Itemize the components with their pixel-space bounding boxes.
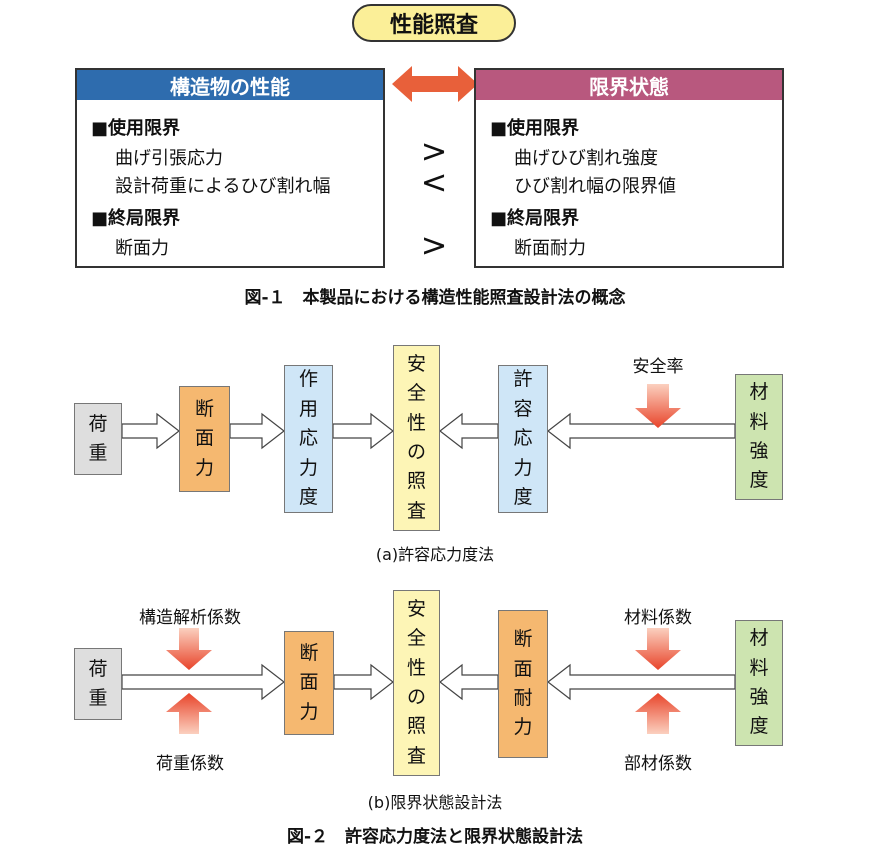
right-serviceability-heading: ■使用限界 xyxy=(490,118,580,139)
limit-state-panel: 限界状態 ■使用限界 曲げひび割れ強度 ひび割れ幅の限界値 ■終局限界 断面耐力 xyxy=(474,68,784,268)
comparator-greater-1: > xyxy=(420,132,448,170)
limit-state-title: 限界状態 xyxy=(476,70,782,100)
arrow-load-to-sectionforce-b xyxy=(121,663,285,701)
right-item-bending-crack-strength: 曲げひび割れ強度 xyxy=(514,148,658,169)
section-force-box-a: 断面力 xyxy=(179,386,230,492)
acting-stress-box-label: 作用応力度 xyxy=(298,368,318,509)
figure1-caption: 図-１ 本製品における構造性能照査設計法の概念 xyxy=(244,288,626,308)
structural-analysis-factor-label: 構造解析係数 xyxy=(139,608,241,628)
section-force-box-a-label: 断面力 xyxy=(194,397,214,479)
safety-check-box-b-label: 安全性の照査 xyxy=(406,597,426,767)
section-capacity-box: 断面耐力 xyxy=(498,610,548,758)
safety-factor-down-arrow-icon xyxy=(635,384,681,428)
load-factor-up-arrow-icon xyxy=(166,693,212,734)
arrow-load-to-sectionforce-a xyxy=(121,412,180,450)
safety-check-box-a: 安全性の照査 xyxy=(393,345,440,531)
load-box-b: 荷重 xyxy=(74,648,122,720)
figure2a-caption: (a)許容応力度法 xyxy=(375,545,495,564)
pill-label: 性能照査 xyxy=(389,13,478,38)
arrow-allowable-to-check-a xyxy=(439,412,499,450)
left-item-crack-width: 設計荷重によるひび割れ幅 xyxy=(115,176,331,197)
left-ultimate-heading: ■終局限界 xyxy=(91,208,181,229)
left-serviceability-heading: ■使用限界 xyxy=(91,118,181,139)
arrow-strength-to-capacity-b xyxy=(547,663,736,701)
arrow-sectionforce-to-check-b xyxy=(333,663,394,701)
performance-check-pill: 性能照査 xyxy=(352,4,516,42)
structure-performance-panel: 構造物の性能 ■使用限界 曲げ引張応力 設計荷重によるひび割れ幅 ■終局限界 断… xyxy=(75,68,385,268)
acting-stress-box: 作用応力度 xyxy=(284,365,333,513)
double-arrow-icon xyxy=(392,66,478,102)
structure-performance-title: 構造物の性能 xyxy=(77,70,383,100)
material-factor-down-arrow-icon xyxy=(635,628,681,670)
comparator-greater-2: > xyxy=(420,226,448,264)
comparator-less: < xyxy=(420,163,448,201)
load-box-b-label: 荷重 xyxy=(88,657,108,709)
arrow-strength-to-allowable-a xyxy=(547,412,736,450)
material-strength-box-b: 材料強度 xyxy=(735,620,783,746)
member-factor-up-arrow-icon xyxy=(635,693,681,734)
arrow-capacity-to-check-b xyxy=(439,663,499,701)
material-strength-box-a: 材料強度 xyxy=(735,374,783,500)
material-factor-label: 材料係数 xyxy=(624,608,692,628)
right-ultimate-heading: ■終局限界 xyxy=(490,208,580,229)
arrow-stress-to-check-a xyxy=(332,412,394,450)
load-factor-label: 荷重係数 xyxy=(156,754,224,774)
material-strength-box-b-label: 材料強度 xyxy=(749,627,769,738)
figure2-caption: 図-２ 許容応力度法と限界状態設計法 xyxy=(286,827,584,847)
left-item-bending-tensile-stress: 曲げ引張応力 xyxy=(115,148,223,169)
left-item-section-force: 断面力 xyxy=(115,238,169,259)
safety-factor-label: 安全率 xyxy=(632,357,684,377)
arrow-sectionforce-to-stress-a xyxy=(229,412,285,450)
material-strength-box-a-label: 材料強度 xyxy=(749,381,769,492)
figure2b-caption: (b)限界状態設計法 xyxy=(367,793,503,812)
member-factor-label: 部材係数 xyxy=(624,754,692,774)
section-capacity-box-label: 断面耐力 xyxy=(513,628,533,739)
right-item-section-capacity: 断面耐力 xyxy=(514,238,586,259)
allowable-stress-box-label: 許容応力度 xyxy=(513,368,533,509)
safety-check-box-b: 安全性の照査 xyxy=(393,590,440,776)
load-box-a: 荷重 xyxy=(74,403,122,475)
right-item-crack-width-limit: ひび割れ幅の限界値 xyxy=(514,176,676,197)
safety-check-box-a-label: 安全性の照査 xyxy=(406,352,426,522)
load-box-a-label: 荷重 xyxy=(88,412,108,464)
section-force-box-b-label: 断面力 xyxy=(299,641,319,723)
structural-analysis-factor-down-arrow-icon xyxy=(166,628,212,670)
allowable-stress-box: 許容応力度 xyxy=(498,365,548,513)
section-force-box-b: 断面力 xyxy=(284,631,334,735)
